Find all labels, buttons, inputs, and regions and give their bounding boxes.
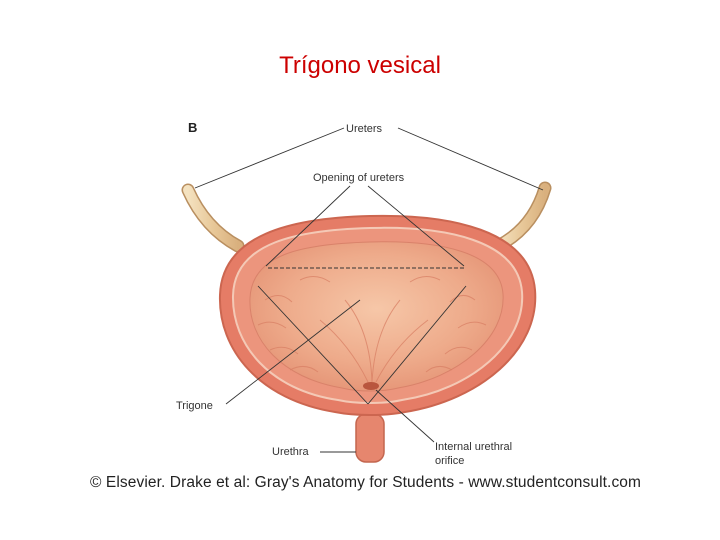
opening-leader-left xyxy=(265,185,351,267)
copyright-credit: © Elsevier. Drake et al: Gray's Anatomy … xyxy=(90,474,642,491)
ureters-leader-right xyxy=(397,127,544,191)
opening-leader-right xyxy=(367,185,465,267)
urethra-tube xyxy=(355,413,385,463)
label-ureters: Ureters xyxy=(346,123,383,135)
label-internal-urethral-orifice-line2: orifice xyxy=(435,455,464,467)
left-ureter xyxy=(181,183,245,253)
panel-letter: B xyxy=(188,120,197,135)
right-ureter xyxy=(491,181,552,253)
orifice-leader xyxy=(375,389,435,443)
label-trigone: Trigone xyxy=(176,400,213,412)
trigone-outline xyxy=(257,285,467,405)
label-urethra: Urethra xyxy=(272,446,310,458)
trigone-leader xyxy=(225,299,361,405)
label-opening-of-ureters: Opening of ureters xyxy=(313,172,405,184)
internal-urethral-orifice xyxy=(363,382,379,390)
bladder-mucosa xyxy=(249,241,504,392)
mucosal-folds xyxy=(257,276,487,383)
ureters-leader-left xyxy=(194,127,345,189)
slide-title: Trígono vesical xyxy=(279,52,441,79)
label-internal-urethral-orifice-line1: Internal urethral xyxy=(435,441,512,453)
